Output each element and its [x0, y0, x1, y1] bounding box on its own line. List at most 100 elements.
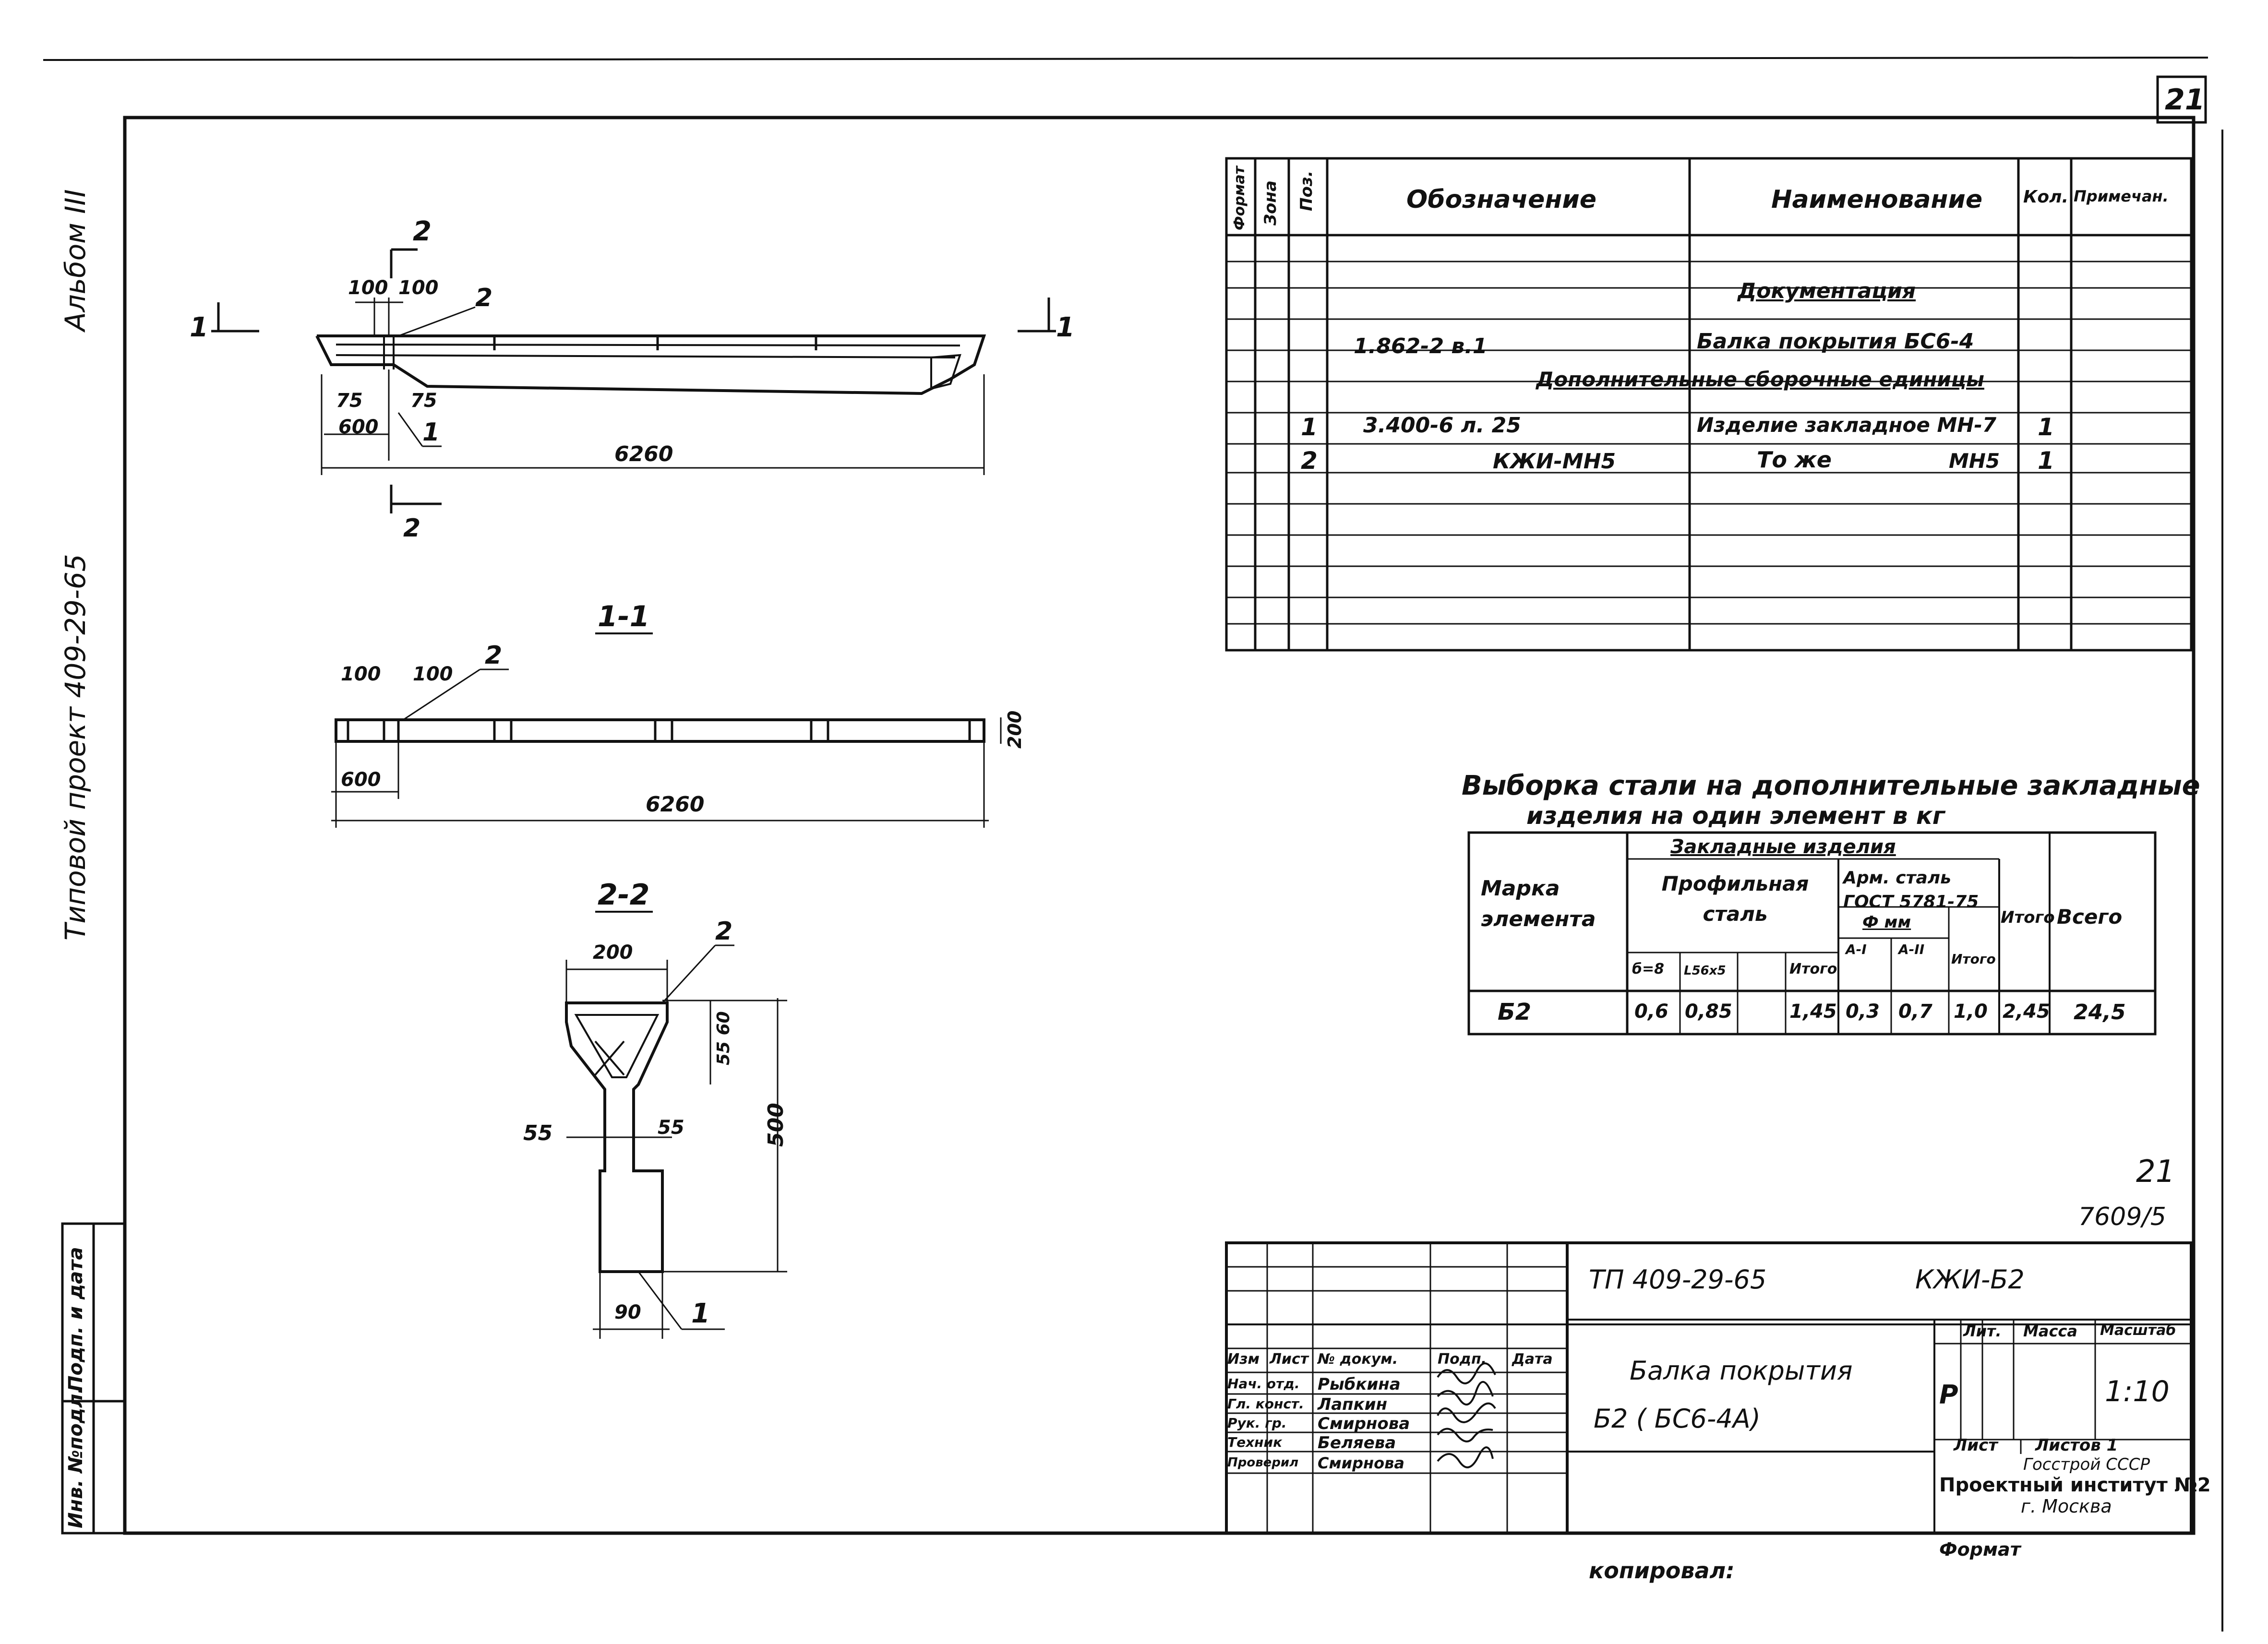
tb-name-1: Рыбкина	[1318, 1375, 1401, 1394]
section-1-1-title: 1-1	[598, 600, 650, 633]
spec-header-name: Наименование	[1771, 185, 1983, 214]
spec-section-documentation: Документация	[1738, 279, 1916, 303]
tb-role-2: Гл. конст.	[1227, 1396, 1304, 1412]
steel-h-arm: Арм. сталь ГОСТ 5781-75	[1843, 868, 1979, 912]
steel-h-l56: L56х5	[1684, 964, 1726, 978]
section-2-2-title: 2-2	[598, 878, 650, 912]
s11-dim-200: 200	[1004, 710, 1025, 749]
spec-row1-designation: 3.400-6 л. 25	[1363, 413, 1521, 438]
project-series: Типовой проект 409-29-65	[59, 554, 92, 941]
tb-col-izm: Изм	[1227, 1351, 1260, 1368]
steel-row-a2: 0,7	[1898, 1001, 1932, 1023]
dim-75-left: 75	[336, 390, 363, 412]
tb-name-line1: Балка покрытия	[1630, 1356, 1853, 1386]
tb-col-sign: Подп.	[1438, 1351, 1487, 1368]
steel-row-mark: Б2	[1498, 999, 1531, 1025]
spec-header-designation: Обозначение	[1406, 185, 1597, 214]
album-label: Альбом III	[59, 189, 92, 331]
s11-dim-100-right: 100	[413, 663, 453, 685]
spec-header-pos: Поз.	[1297, 170, 1316, 212]
s22-dim-200: 200	[593, 941, 633, 964]
steel-title-line2: изделия на один элемент в кг	[1526, 802, 1945, 830]
s22-dim-55-60: 55 60	[714, 1011, 733, 1065]
tb-role-5: Проверил	[1227, 1455, 1299, 1470]
spec-section-additional: Дополнительные сборочные единицы	[1536, 368, 1984, 391]
cut-2-top-label: 2	[413, 216, 432, 247]
steel-row-b8: 0,6	[1634, 1001, 1668, 1023]
s11-dim-100-left: 100	[341, 663, 381, 685]
dim-100-left: 100	[348, 277, 388, 299]
format-label: Формат	[1939, 1539, 2021, 1560]
spec-row2-name-suffix: МН5	[1949, 449, 2000, 473]
steel-h-b8: б=8	[1632, 961, 1664, 977]
spec-row2-name: То же	[1757, 447, 1832, 473]
s11-dim-600: 600	[341, 769, 381, 791]
spec-doc-name: Балка покрытия БС6-4	[1697, 329, 1974, 354]
dim-75-right: 75	[410, 390, 437, 412]
tb-name-2: Лапкин	[1318, 1395, 1388, 1414]
cut-1-left-label: 1	[190, 312, 208, 343]
side-stamp-sign-date: Подп. и дата	[65, 1247, 87, 1392]
steel-h-phi: Ф мм	[1862, 913, 1911, 932]
steel-row-itogo2: 1,0	[1954, 1001, 1988, 1023]
copied-by: копировал:	[1589, 1558, 1735, 1584]
s22-dim-500: 500	[764, 1103, 788, 1147]
tb-scale: 1:10	[2105, 1375, 2170, 1408]
bottom-note-number: 21	[2136, 1154, 2175, 1190]
tb-role-4: Техник	[1227, 1434, 1283, 1450]
side-stamp-inv: Инв. №подл.	[65, 1386, 87, 1528]
steel-h-a2: А-II	[1898, 941, 1925, 957]
tb-scale-label: Масштаб	[2100, 1322, 2176, 1339]
tb-name-5: Смирнова	[1318, 1454, 1404, 1472]
tb-name-line2: Б2 ( БС6-4А)	[1594, 1404, 1761, 1434]
tb-lit-label: Лит.	[1963, 1322, 2002, 1340]
steel-title-line1: Выборка стали на дополнительные закладны…	[1462, 770, 2200, 801]
steel-h-total: Всего	[2057, 905, 2123, 929]
steel-row-itogo1: 1,45	[1789, 1001, 1837, 1023]
dim-600: 600	[338, 416, 379, 438]
tb-name-3: Смирнова	[1318, 1414, 1410, 1433]
tb-org-line3: г. Москва	[2021, 1496, 2112, 1517]
spec-row1-qty: 1	[2038, 413, 2054, 441]
steel-h-embedded: Закладные изделия	[1670, 836, 1896, 858]
spec-row2-qty: 1	[2038, 447, 2054, 475]
spec-row2-pos: 2	[1301, 447, 1318, 475]
tb-doc-code: КЖИ-Б2	[1915, 1264, 2025, 1295]
sheet-number: 21	[2165, 83, 2205, 117]
steel-row-a1: 0,3	[1846, 1001, 1880, 1023]
tb-mass-label: Масса	[2023, 1322, 2077, 1340]
spec-doc-designation: 1.862-2 в.1	[1354, 334, 1488, 358]
s22-dim-55-left: 55	[523, 1121, 553, 1145]
steel-h-itogo3: Итого	[2001, 908, 2055, 927]
pos-1-callout: 1	[422, 418, 440, 447]
spec-row2-designation: КЖИ-МН5	[1493, 449, 1616, 474]
tb-code: ТП 409-29-65	[1589, 1264, 1767, 1295]
spec-row1-name: Изделие закладное МН-7	[1697, 413, 1997, 437]
tb-role-3: Рук. гр.	[1227, 1415, 1287, 1431]
steel-h-mark: Марка элемента	[1481, 876, 1596, 931]
bottom-note-code: 7609/5	[2078, 1203, 2166, 1231]
steel-row-itogo3: 2,45	[2003, 1001, 2050, 1023]
tb-sheets-label: Листов 1	[2035, 1436, 2118, 1455]
tb-col-doc: № докум.	[1318, 1351, 1398, 1368]
spec-header-qty: Кол.	[2023, 187, 2069, 207]
spec-header-note: Примечан.	[2074, 187, 2169, 205]
tb-col-list: Лист	[1270, 1351, 1309, 1368]
s22-pos-2: 2	[715, 917, 733, 946]
tb-name-4: Беляева	[1318, 1433, 1396, 1453]
tb-org-line1: Госстрой СССР	[2023, 1455, 2150, 1474]
tb-col-date: Дата	[1512, 1351, 1553, 1368]
tb-sheet-label: Лист	[1954, 1436, 1998, 1455]
s22-pos-1: 1	[691, 1298, 710, 1329]
cut-1-right-label: 1	[1056, 312, 1075, 343]
spec-header-zone: Зона	[1261, 180, 1280, 226]
steel-row-total: 24,5	[2074, 1000, 2126, 1025]
tb-role-1: Нач. отд.	[1227, 1376, 1300, 1392]
tb-lit: Р	[1939, 1380, 1958, 1410]
steel-h-itogo2: Итого	[1951, 951, 1996, 967]
s22-dim-90: 90	[614, 1301, 641, 1323]
tb-org-line2: Проектный институт №2	[1939, 1474, 2211, 1496]
steel-h-profile: Профильная сталь	[1661, 872, 1809, 926]
pos-2-callout: 2	[475, 284, 493, 312]
